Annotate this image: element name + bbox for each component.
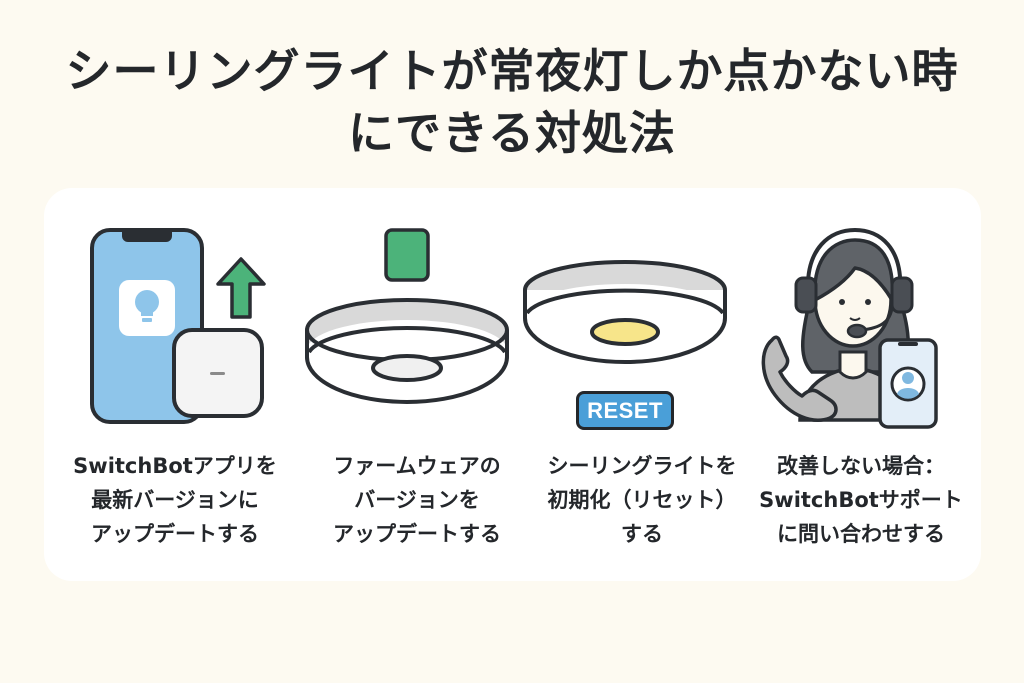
step-4-caption: 改善しない場合： SwitchBotサポート に問い合わせする xyxy=(746,449,976,551)
step-3-caption-line-1: シーリングライトを xyxy=(547,454,737,478)
step-3-caption-line-3: する xyxy=(621,522,663,546)
step-3-caption: シーリングライトを 初期化（リセット） する xyxy=(527,449,757,551)
step-4-caption-line-3: に問い合わせする xyxy=(777,522,945,546)
title-line-2: にできる対処法 xyxy=(347,106,677,160)
step-2-caption-line-1: ファームウェアの xyxy=(333,454,501,478)
step-1-caption-line-3: アップデートする xyxy=(91,522,259,546)
step-2-caption: ファームウェアの バージョンを アップデートする xyxy=(302,449,532,551)
ceiling-light-firmware-icon xyxy=(300,225,515,410)
step-3-caption-line-2: 初期化（リセット） xyxy=(547,488,737,512)
reset-button: RESET xyxy=(576,391,674,430)
step-1-caption-line-1: SwitchBotアプリを xyxy=(73,454,277,478)
title-line-1: シーリングライトが常夜灯しか点かない時 xyxy=(65,44,959,98)
step-1-caption-line-2: 最新バージョンに xyxy=(91,488,259,512)
step-2-caption-line-3: アップデートする xyxy=(333,522,501,546)
step-2-caption-line-2: バージョンを xyxy=(354,488,480,512)
step-4-caption-line-1: 改善しない場合： xyxy=(777,454,945,478)
phone-app-update-icon xyxy=(88,226,268,426)
step-4-caption-line-2: SwitchBotサポート xyxy=(759,488,963,512)
step-1-caption: SwitchBotアプリを 最新バージョンに アップデートする xyxy=(60,449,290,551)
page-title: シーリングライトが常夜灯しか点かない時 にできる対処法 xyxy=(0,40,1024,164)
support-operator-icon xyxy=(755,225,945,430)
ceiling-light-reset-icon xyxy=(520,255,735,375)
